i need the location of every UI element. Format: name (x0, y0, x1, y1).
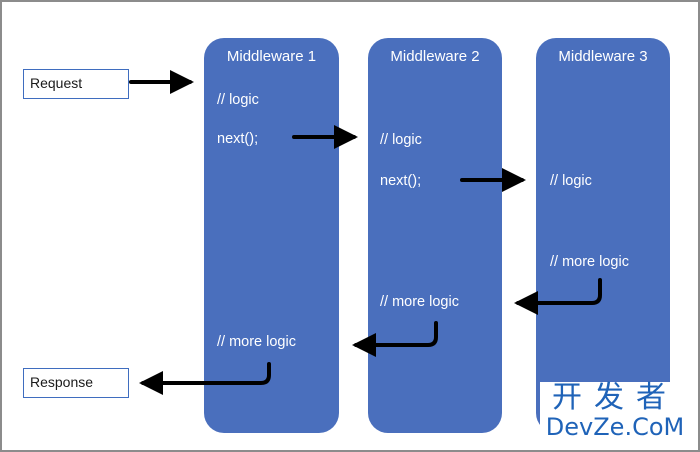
middleware-1: Middleware 1 // logic next(); // more lo… (204, 38, 339, 433)
middleware-1-logic: // logic (217, 92, 259, 108)
middleware-3-logic: // logic (550, 173, 592, 189)
middleware-1-title: Middleware 1 (226, 48, 317, 65)
response-box: Response (23, 368, 129, 398)
middleware-2-logic: // logic (380, 132, 422, 148)
response-label: Response (30, 374, 94, 390)
watermark-bottom: DevZe.CoM (545, 413, 685, 441)
middleware-3-title: Middleware 3 (558, 48, 648, 65)
middleware-1-more-logic: // more logic (217, 334, 296, 350)
watermark-top: 开发者 (552, 380, 678, 415)
arrow-mw2-to-mw1 (352, 321, 438, 357)
request-box: Request (23, 69, 129, 99)
watermark-logo: 开发者 DevZe.CoM (540, 382, 690, 444)
middleware-2-next: next(); (380, 173, 422, 189)
arrow-mw1-to-response (139, 362, 271, 395)
request-label: Request (30, 75, 83, 91)
middleware-3-more-logic: // more logic (550, 254, 629, 270)
arrow-mw3-to-mw2 (514, 278, 602, 315)
middleware-3: Middleware 3 // logic // more logic (536, 38, 670, 433)
middleware-1-next: next(); (217, 131, 259, 147)
middleware-2-title: Middleware 2 (390, 48, 480, 65)
middleware-2-more-logic: // more logic (380, 294, 459, 310)
middleware-2: Middleware 2 // logic next(); // more lo… (368, 38, 502, 433)
